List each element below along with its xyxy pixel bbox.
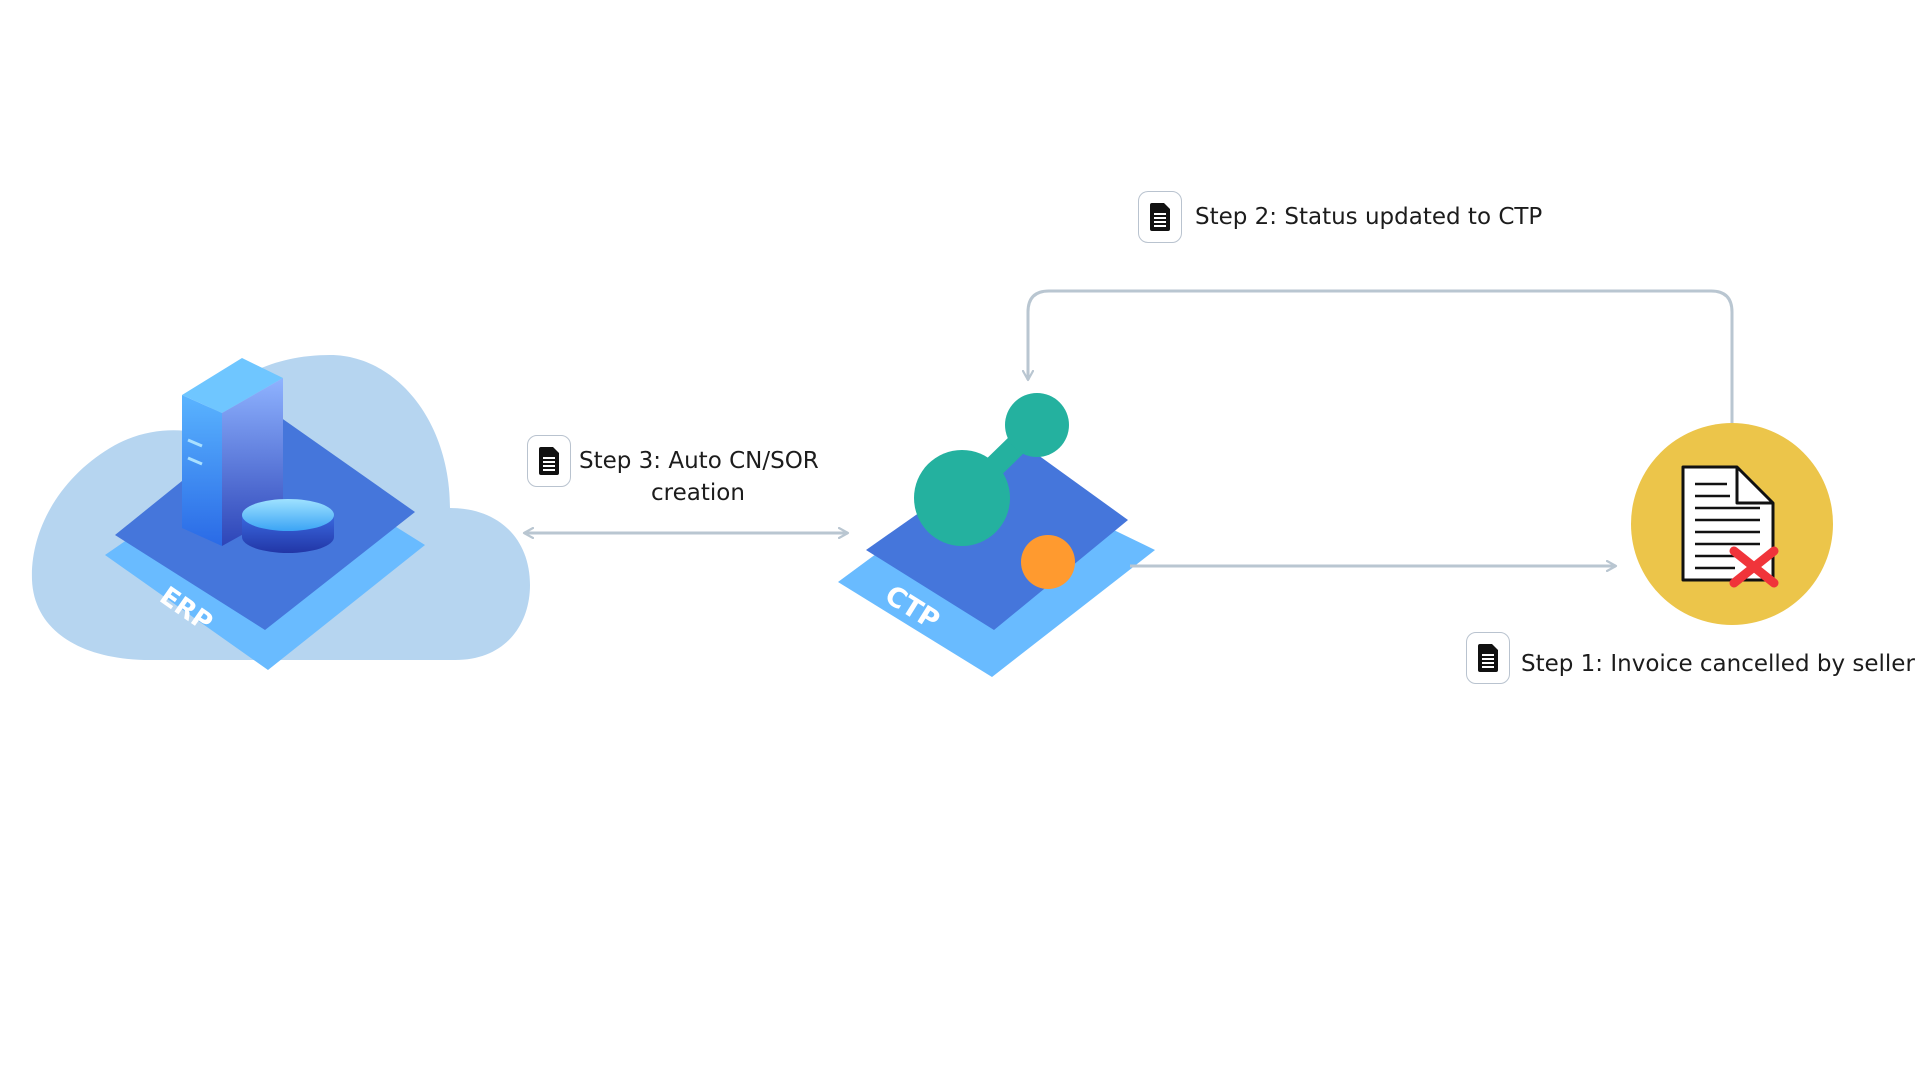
cancelled-invoice-icon <box>1631 423 1833 625</box>
spreadsheet-document-icon <box>1138 191 1182 243</box>
step2-label: Step 2: Status updated to CTP <box>1195 204 1543 230</box>
database-icon <box>242 499 334 553</box>
step3-label-line2: creation <box>651 480 745 506</box>
step1-label: Step 1: Invoice cancelled by seller <box>1521 651 1915 677</box>
step3-label-line1: Step 3: Auto CN/SOR <box>579 448 819 474</box>
server-tower-icon <box>182 358 283 546</box>
ctp-platform <box>838 442 1155 677</box>
connected-nodes-icon <box>914 393 1075 589</box>
spreadsheet-document-icon <box>527 435 571 487</box>
spreadsheet-document-icon <box>1466 632 1510 684</box>
step2-arrow <box>1028 289 1734 423</box>
